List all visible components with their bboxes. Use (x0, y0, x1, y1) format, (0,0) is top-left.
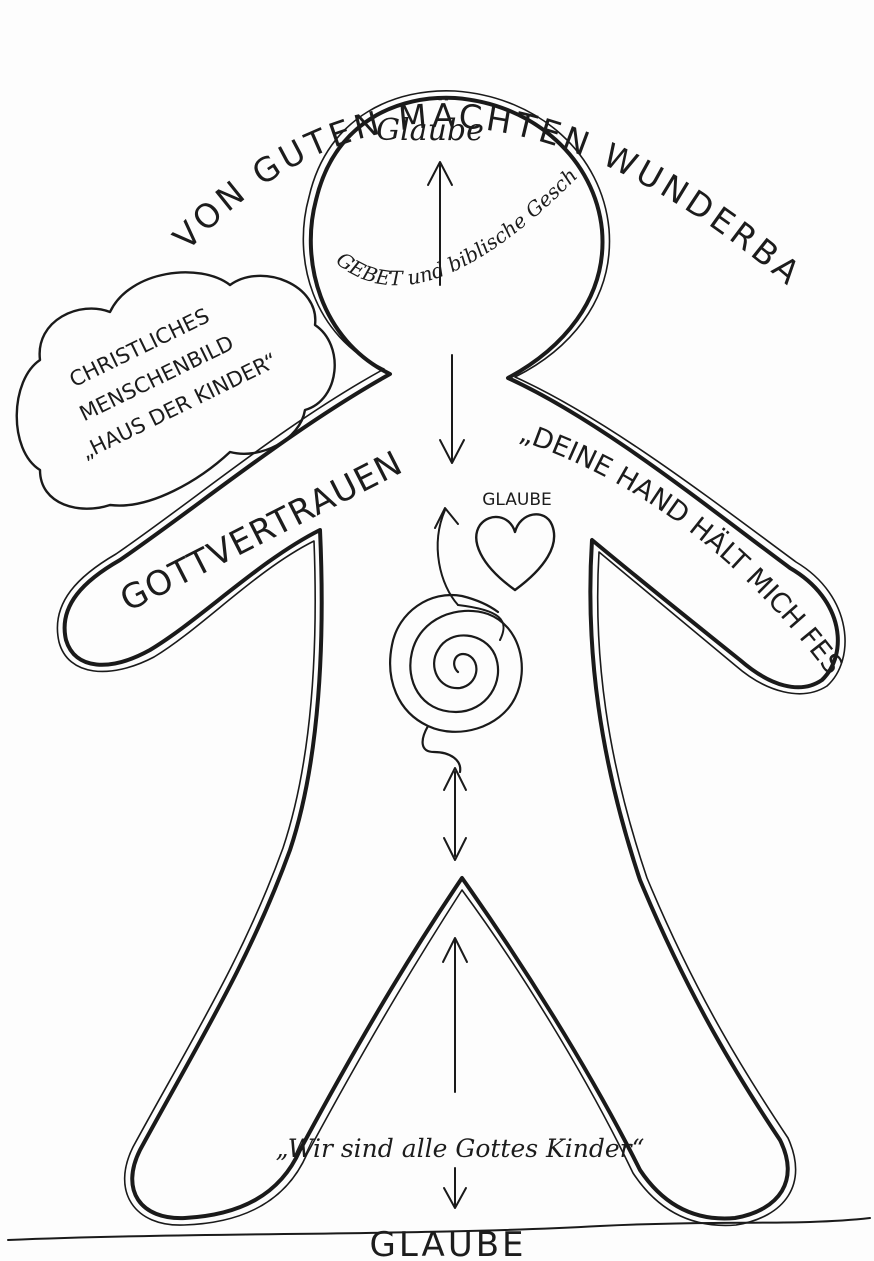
head-label: Glaube (376, 113, 484, 148)
curved-double-arrow (435, 508, 504, 640)
cloud-text: CHRISTLICHES MENSCHENBILD „HAUS DER KIND… (46, 285, 281, 464)
vertical-arrow-legs (443, 938, 467, 1208)
spiral-icon (390, 595, 522, 772)
thought-cloud (17, 272, 335, 508)
vertical-arrow-head (428, 162, 464, 463)
ground-label: GLAUBE (369, 1225, 526, 1261)
vertical-arrow-body (444, 768, 466, 860)
legs-text: „Wir sind alle Gottes Kinder“ (276, 1134, 645, 1163)
heart-icon (476, 514, 554, 590)
heart-label: GLAUBE (482, 490, 552, 510)
